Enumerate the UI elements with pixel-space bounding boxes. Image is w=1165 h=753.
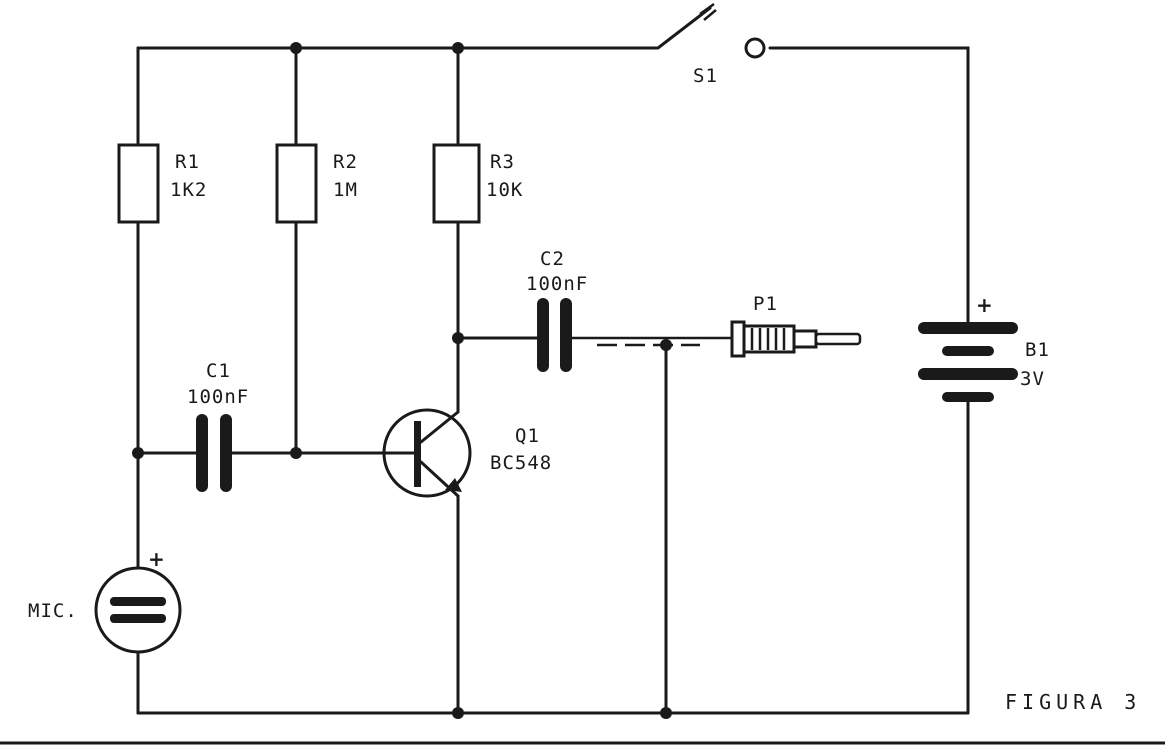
switch-lever-tip [699, 2, 717, 21]
resistor-r1: R1 1K2 [117, 143, 207, 224]
figure-label: FIGURA 3 [1005, 690, 1141, 714]
plug-neck [792, 329, 818, 349]
junction-dot [452, 42, 464, 54]
capacitor-plate [560, 298, 572, 372]
r3-ref-label: R3 [490, 151, 515, 173]
transistor-collector-lead [419, 410, 460, 444]
resistor-body [432, 143, 481, 224]
transistor-emitter-lead [419, 460, 460, 498]
junction-dot [660, 339, 672, 351]
b1-ref-label: B1 [1025, 339, 1050, 361]
r3-value-label: 10K [486, 179, 523, 201]
battery-b1: + B1 3V [918, 293, 1050, 402]
c1-ref-label: C1 [206, 360, 231, 382]
battery-plate-long [918, 322, 1018, 334]
transistor-q1: Q1 BC548 [382, 408, 552, 498]
emitter-arrow-icon [445, 478, 462, 492]
c1-value-label: 100nF [187, 386, 249, 408]
resistor-body [117, 143, 160, 224]
c2-value-label: 100nF [526, 273, 588, 295]
capacitor-plate [220, 414, 232, 492]
resistor-r2: R2 1M [275, 143, 358, 224]
junction-dot [290, 42, 302, 54]
plug-tip [814, 332, 862, 346]
mic-plate [110, 597, 166, 606]
plug-p1: P1 [730, 293, 862, 358]
mic-plate [110, 614, 166, 623]
resistor-r3: R3 10K [432, 143, 523, 224]
battery-plate-short [942, 346, 994, 356]
switch-s1: S1 [693, 2, 766, 87]
plug-collar [730, 320, 746, 358]
top-rail-wire [136, 6, 712, 50]
junction-dot [452, 332, 464, 344]
c2-ref-label: C2 [540, 248, 565, 270]
transistor-envelope [382, 408, 472, 498]
r2-value-label: 1M [333, 179, 358, 201]
q1-ref-label: Q1 [515, 425, 540, 447]
q1-value-label: BC548 [490, 452, 552, 474]
s1-label: S1 [693, 65, 718, 87]
mic-plus-sign: + [148, 547, 165, 571]
microphone-mic: + MIC. [28, 547, 182, 654]
battery-plate-short [942, 392, 994, 402]
r1-ref-label: R1 [175, 151, 200, 173]
junction-dot [660, 707, 672, 719]
capacitor-c2: C2 100nF [526, 248, 588, 372]
junctions [132, 42, 672, 719]
capacitor-c1: C1 100nF [187, 360, 249, 492]
resistor-body [275, 143, 318, 224]
transistor-base-bar [414, 421, 421, 487]
switch-contact [744, 37, 766, 59]
r2-ref-label: R2 [333, 151, 358, 173]
capacitor-plate [196, 414, 208, 492]
junction-dot [452, 707, 464, 719]
wiring [136, 6, 970, 715]
p1-ref-label: P1 [753, 293, 778, 315]
junction-dot [132, 447, 144, 459]
r1-value-label: 1K2 [170, 179, 207, 201]
b1-value-label: 3V [1020, 368, 1045, 390]
plug-grip-ridges [750, 328, 786, 350]
mic-label: MIC. [28, 600, 78, 622]
battery-positive-wire [768, 46, 970, 324]
battery-plus-sign: + [976, 293, 993, 317]
capacitor-plate [537, 298, 549, 372]
mic-envelope [94, 566, 182, 654]
junction-dot [290, 447, 302, 459]
battery-plate-long [918, 368, 1018, 380]
